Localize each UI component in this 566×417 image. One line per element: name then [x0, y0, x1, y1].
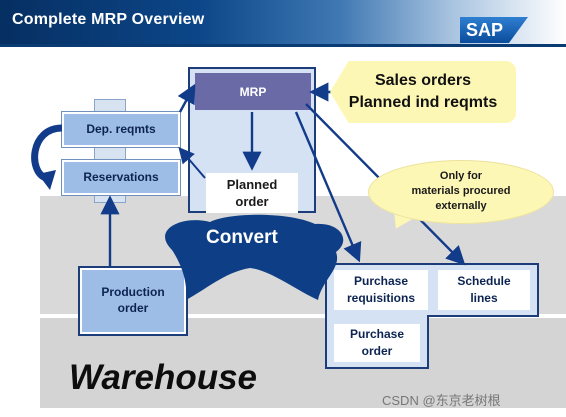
loop-arrow [31, 124, 63, 182]
planned-order-line-2: order [235, 194, 269, 209]
schedule-lines-line-2: lines [470, 291, 498, 305]
schedule-lines-line-1: Schedule [457, 274, 511, 288]
mrp-node: MRP [195, 73, 311, 110]
sales-callout-line-2: Planned ind reqmts [348, 94, 498, 111]
external-callout-line-2: materials procured [411, 185, 511, 197]
production-order-line-2: order [117, 301, 149, 315]
reservations-node: Reservations [61, 159, 181, 196]
convert-label: Convert [206, 227, 278, 248]
purchase-order-line-2: order [361, 344, 393, 358]
external-procurement-callout: Only for materials procured externally [368, 160, 554, 224]
warehouse-label: Warehouse [69, 358, 258, 397]
external-callout-line-1: Only for [439, 170, 483, 182]
arrow-dep-to-mrp [177, 83, 196, 113]
schedule-lines-node: Schedule lines [438, 270, 530, 310]
purchase-order-node: Purchase order [334, 324, 420, 362]
purchase-requisitions-line-1: Purchase [353, 274, 409, 288]
production-order-line-1: Production [101, 285, 165, 300]
purchase-order-line-1: Purchase [349, 327, 405, 341]
sales-orders-callout: Sales orders Planned ind reqmts [330, 61, 516, 123]
purchase-requisitions-node: Purchase requisitions [334, 270, 428, 310]
planned-order-line-1: Planned [226, 177, 278, 192]
header-divider [0, 44, 566, 47]
arrow-mrp-to-requisitions [294, 111, 362, 263]
planned-order-node: Planned order [206, 173, 298, 213]
external-callout-line-3: externally [435, 200, 487, 212]
arrow-planned-to-dep [178, 146, 206, 179]
dep-reqmts-node: Dep. reqmts [61, 111, 181, 148]
convert-shape [165, 214, 344, 300]
sales-callout-line-1: Sales orders [374, 72, 472, 89]
purchase-requisitions-line-2: requisitions [346, 291, 415, 305]
production-order-node: Production order [78, 266, 188, 336]
page-title: Complete MRP Overview [12, 11, 205, 28]
watermark: CSDN @东京老树根 [382, 393, 501, 408]
